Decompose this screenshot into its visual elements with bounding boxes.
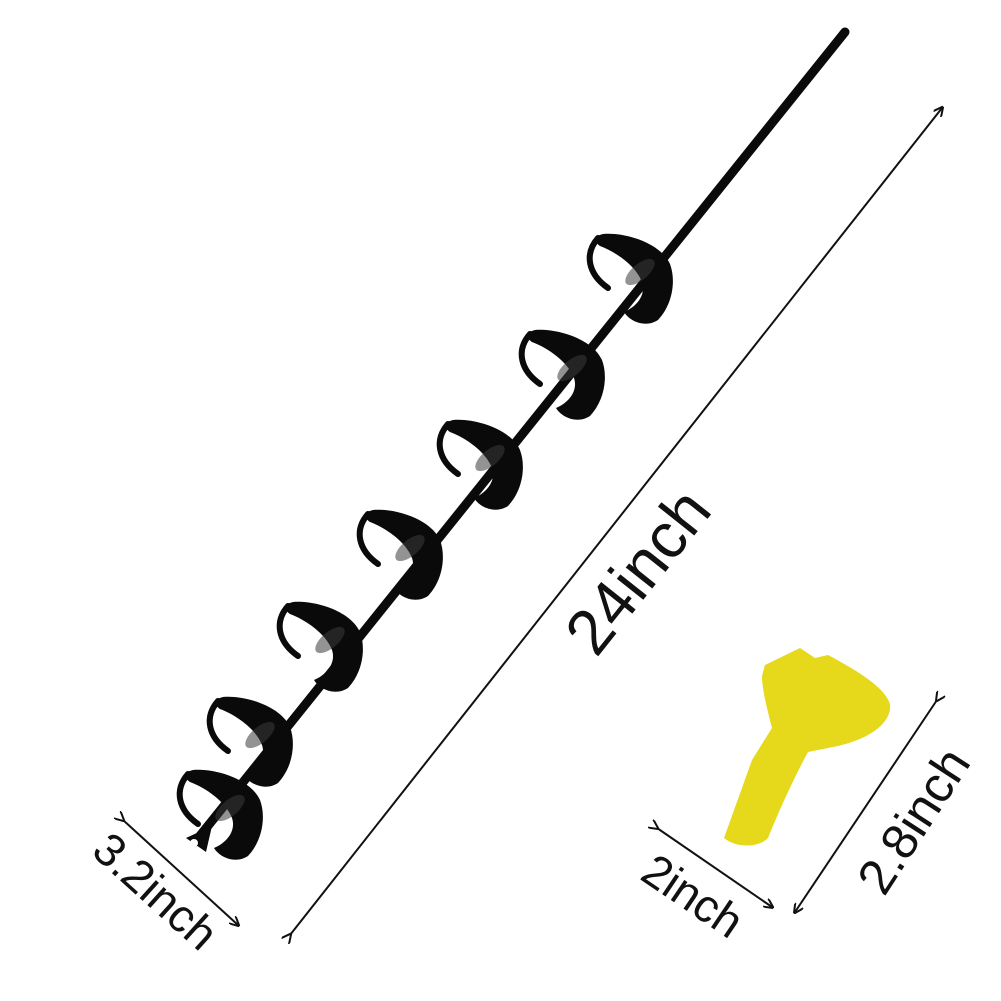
auger-blade [206,696,293,787]
auger-blade [276,601,363,692]
tag-width-dimension-line [657,828,772,907]
tag-width-label: 2inch [633,843,753,948]
tag-height-label: 2.8inch [846,738,981,904]
auger-blade [356,509,443,600]
auger-shaft [190,27,850,847]
diameter-dimension-line [123,820,238,925]
tag-shape [724,648,891,846]
auger-blade [436,419,523,510]
diameter-dimension: 3.2inch [83,820,238,960]
plant-label-tag [724,648,891,846]
auger-blade [586,233,673,324]
auger-drill-bit [176,27,850,860]
tag-height-dimension-line [795,700,937,912]
tag-width-dimension: 2inch [633,828,772,948]
length-dimension-line [290,108,942,935]
